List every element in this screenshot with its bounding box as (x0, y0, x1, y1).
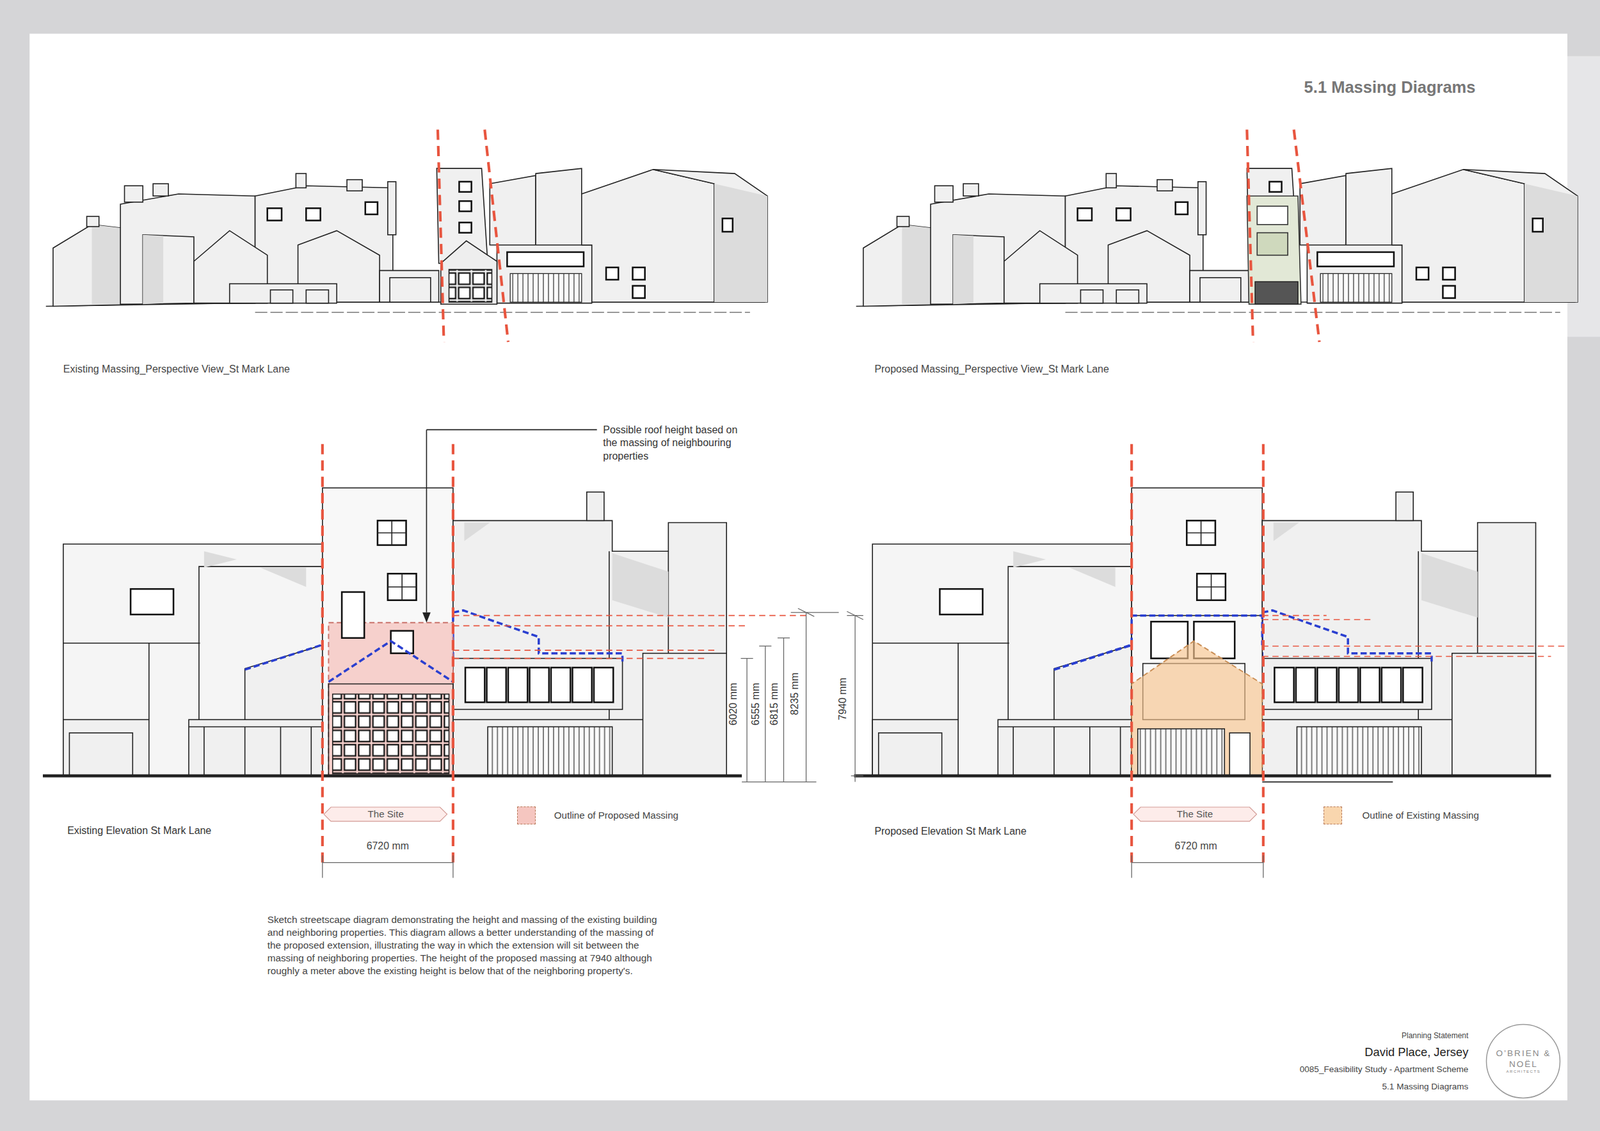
node-text: The Site (1176, 808, 1213, 820)
node-text: O’BRIEN & NOËL (1494, 1048, 1552, 1070)
drawing-part (341, 592, 365, 639)
drawing-part (437, 129, 509, 343)
legend-text: Outline of Proposed Massing (554, 809, 679, 822)
site-tag: The Site (1132, 806, 1258, 822)
label: 6555 mm (750, 682, 763, 726)
legend-swatch (1323, 806, 1343, 825)
drawing-part (322, 444, 454, 868)
label: 7940 mm (836, 677, 849, 720)
label: Possible roof height based on the massin… (602, 423, 748, 464)
drawing-part (846, 611, 864, 782)
drawing-part (322, 855, 454, 878)
label: Proposed Massing_Perspective View_St Mar… (874, 363, 1109, 376)
label: Existing Massing_Perspective View_St Mar… (63, 363, 290, 376)
drawing-part (328, 641, 454, 683)
label: 0085_Feasibility Study - Apartment Schem… (1299, 1064, 1469, 1075)
tag-outline (323, 807, 448, 822)
drawing-part (1131, 641, 1263, 777)
drawing-part (328, 622, 454, 776)
label: Proposed Elevation St Mark Lane (874, 825, 1026, 838)
label: 6815 mm (768, 682, 781, 726)
legend-swatch (517, 806, 536, 825)
site-tag: The Site (323, 806, 448, 822)
drawing-part (1262, 615, 1567, 657)
drawing-part (426, 429, 428, 612)
legend-text: Outline of Existing Massing (1362, 809, 1480, 822)
drawing-part (1246, 195, 1302, 304)
drawing-part (1246, 129, 1320, 343)
logo-ring (1486, 1024, 1561, 1099)
label: Planning Statement (1401, 1031, 1469, 1040)
label: 6720 mm (366, 839, 409, 852)
drawing-part (1255, 281, 1298, 304)
drawing-part (453, 615, 807, 659)
drawing-part (1054, 615, 1263, 671)
drawing-part (1262, 781, 1393, 783)
drawing-part (440, 240, 498, 304)
drawing-part (449, 269, 493, 303)
drawing-part (422, 612, 431, 623)
tag-outline (1133, 807, 1257, 822)
label: 8235 mm (788, 672, 801, 715)
drawing-part (1256, 206, 1288, 225)
page-title: 5.1 Massing Diagrams (1304, 76, 1476, 97)
drawing-part (1131, 444, 1264, 868)
drawing-part (63, 487, 727, 776)
drawing-part (856, 168, 1578, 313)
drawing-part (1229, 732, 1250, 776)
drawing-part (1131, 855, 1264, 878)
drawing-part (332, 693, 450, 774)
drawing-part (328, 683, 454, 776)
label: 5.1 Massing Diagrams (1382, 1081, 1469, 1092)
node-text: ARCHITECTS (1494, 1069, 1552, 1074)
drawing-part (872, 487, 1536, 776)
drawing-part (1137, 728, 1225, 776)
drawing-part (426, 429, 597, 431)
drawing-part (46, 168, 768, 313)
label: Existing Elevation St Mark Lane (67, 824, 212, 837)
drawing-part (1131, 615, 1263, 776)
caption-text: Sketch streetscape diagram demonstrating… (267, 913, 668, 978)
label: 6720 mm (1174, 839, 1217, 852)
drawing-part (741, 608, 840, 782)
label: 6020 mm (727, 682, 740, 726)
drawing-part (1256, 232, 1288, 256)
logo-circle: O’BRIEN & NOËLARCHITECTS (1485, 1023, 1561, 1099)
drawing-part (42, 774, 742, 778)
node-text: The Site (367, 808, 404, 820)
drawing-part (854, 774, 1552, 778)
label: David Place, Jersey (1364, 1045, 1469, 1060)
